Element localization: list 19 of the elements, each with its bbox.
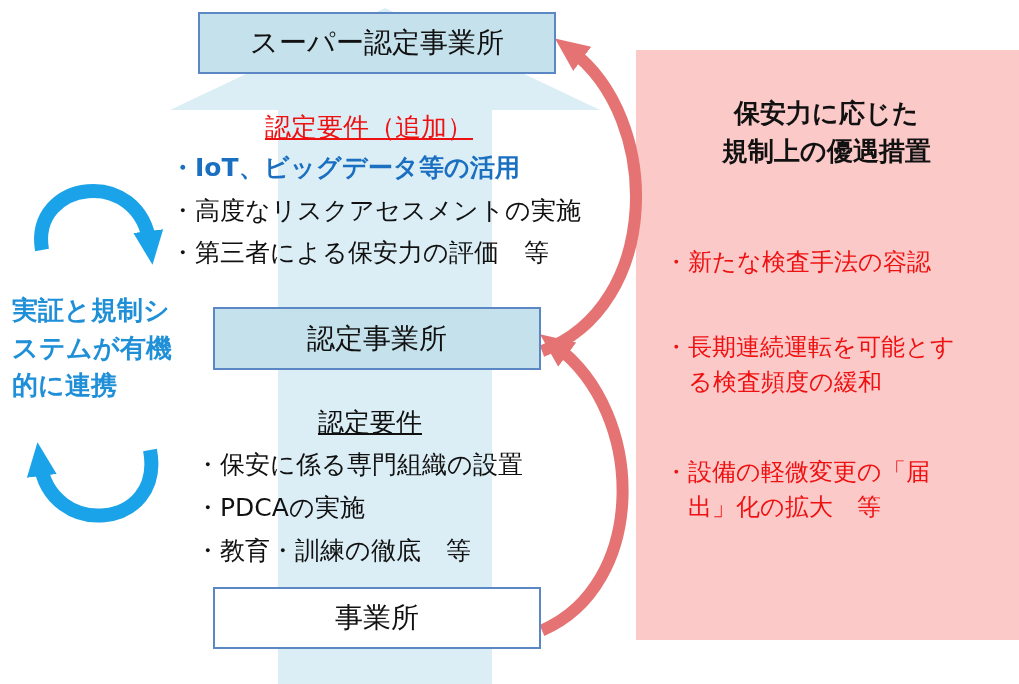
- info-panel: [636, 50, 1019, 640]
- curved-arrow: [539, 332, 629, 636]
- list-item: ・新たな検査手法の容認: [664, 247, 932, 278]
- process-box: 認定事業所: [213, 307, 541, 370]
- list-item: ・第三者による保安力の評価 等: [170, 238, 549, 268]
- list-item: ・長期連続運転を可能とする検査頻度の緩和: [664, 332, 956, 398]
- curved-arrow: [539, 36, 642, 357]
- list-item: ・教育・訓練の徹底 等: [195, 536, 471, 566]
- list-item: ・高度なリスクアセスメントの実施: [170, 196, 581, 226]
- side-note: 実証と規制システムが有機的に連携: [12, 294, 172, 403]
- section-heading: 認定要件: [318, 407, 422, 439]
- process-box: 事業所: [213, 587, 541, 649]
- list-item: ・PDCAの実施: [195, 493, 365, 523]
- process-box: スーパー認定事業所: [198, 12, 556, 74]
- list-item: ・保安に係る専門組織の設置: [195, 450, 523, 480]
- list-item: ・IoT、ビッグデータ等の活用: [170, 153, 520, 183]
- list-item: ・設備の軽微変更の「届出」化の拡大 等: [664, 457, 931, 523]
- panel-heading: 保安力に応じた規制上の優遇措置: [720, 97, 932, 168]
- section-heading: 認定要件（追加）: [265, 112, 473, 144]
